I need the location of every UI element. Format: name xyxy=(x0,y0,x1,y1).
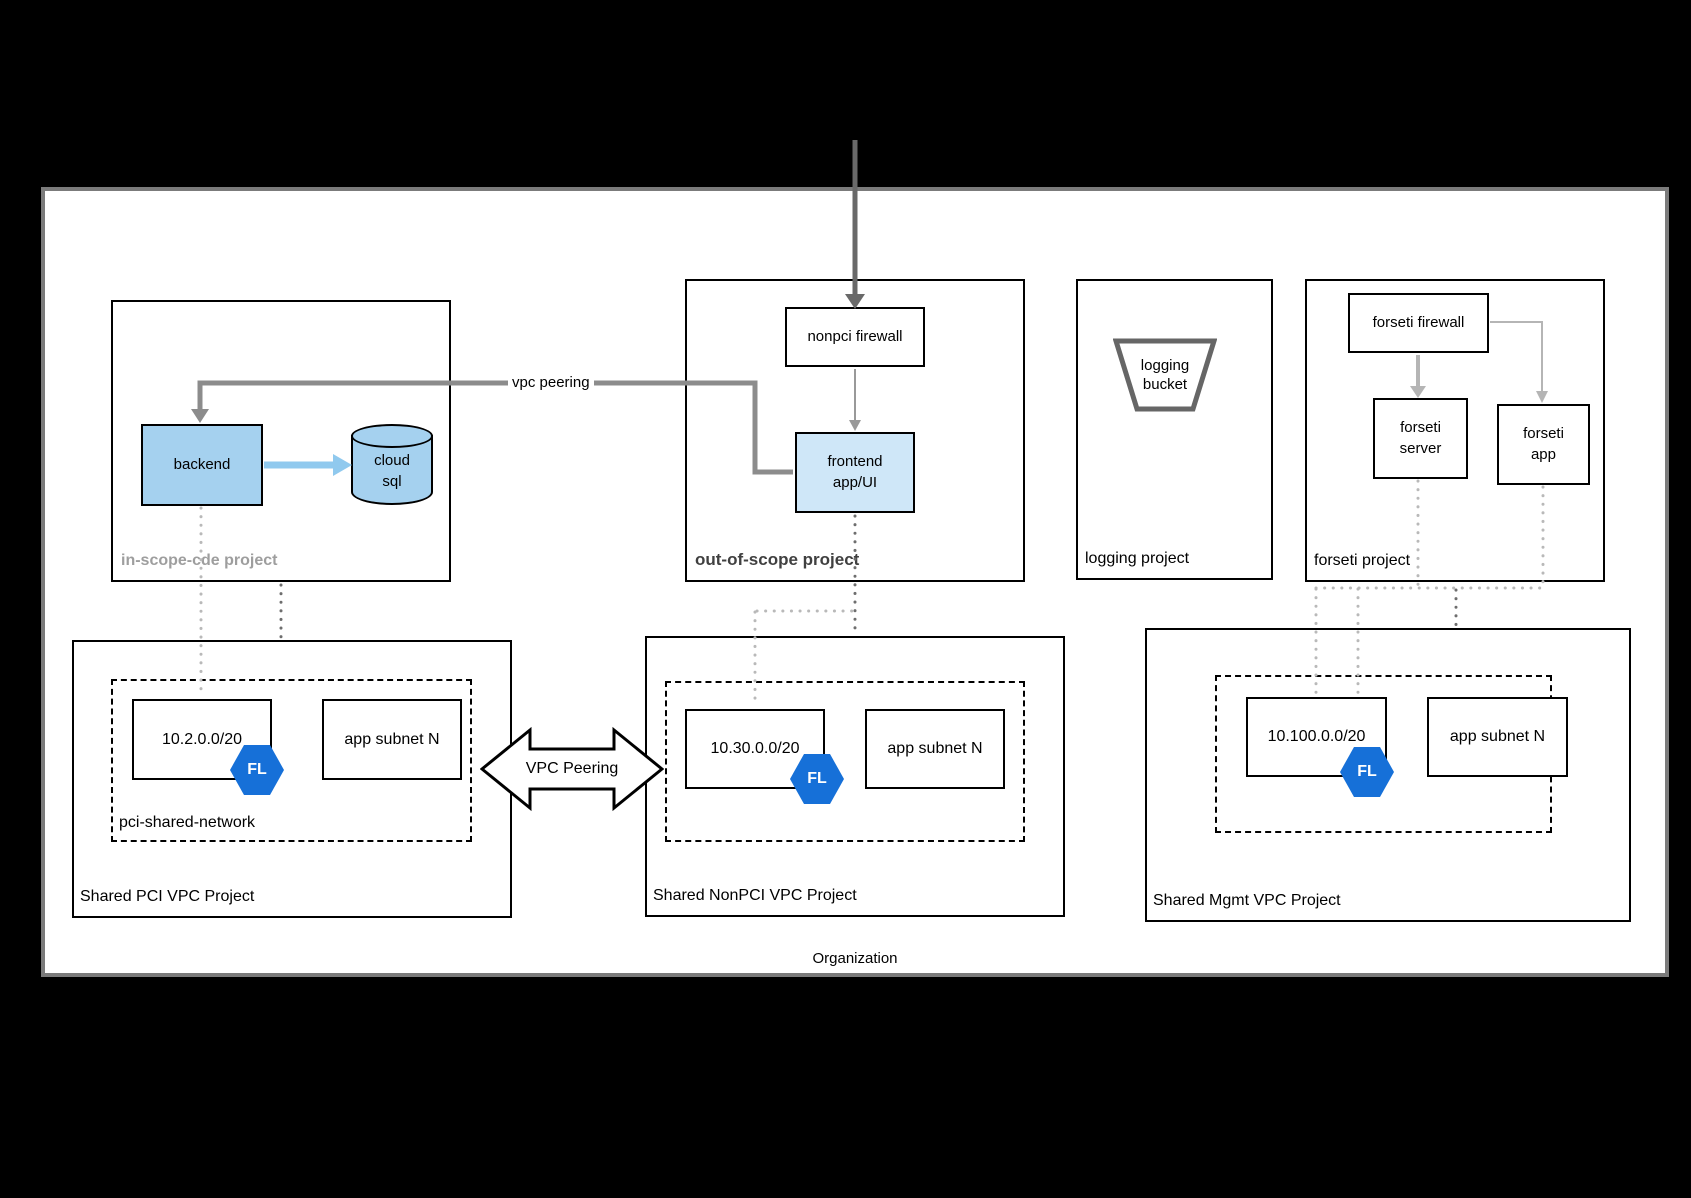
nonpci-app-subnet-label: app subnet N xyxy=(887,740,983,758)
pci-app-subnet-node: app subnet N xyxy=(322,699,462,780)
forseti-server-label: forseti server xyxy=(1399,419,1442,457)
mgmt-subnet-cidr-label: 10.100.0.0/20 xyxy=(1267,728,1366,746)
vpc-peering-arrow-label: VPC Peering xyxy=(525,760,619,777)
logging-bucket-label: logging bucket xyxy=(1140,356,1190,394)
fl-hexagon-icon: FL xyxy=(1339,746,1395,798)
forseti-server-node: forseti server xyxy=(1373,398,1468,479)
mgmt-app-subnet-node: app subnet N xyxy=(1427,697,1568,777)
pci-subnet-cidr-label: 10.2.0.0/20 xyxy=(161,730,243,748)
forseti-project-label: forseti project xyxy=(1314,552,1411,569)
pci-shared-network-label: pci-shared-network xyxy=(119,814,256,831)
fl-hexagon-icon: FL xyxy=(789,753,845,805)
forseti-firewall-label: forseti firewall xyxy=(1372,313,1465,331)
pci-shared-network-box: pci-shared-network xyxy=(111,679,472,842)
fl-badge-label: FL xyxy=(807,770,827,787)
forseti-app-label: forseti app xyxy=(1523,425,1564,463)
nonpci-shared-network-box xyxy=(665,681,1025,842)
organization-label: Organization xyxy=(812,950,898,967)
cloud-sql-cylinder-icon: cloud sql xyxy=(351,424,433,505)
out-of-scope-project-label: out-of-scope project xyxy=(695,550,860,569)
nonpci-app-subnet-node: app subnet N xyxy=(865,709,1005,789)
forseti-app-node: forseti app xyxy=(1497,404,1590,485)
shared-pci-vpc-project-label: Shared PCI VPC Project xyxy=(80,888,255,905)
cloud-sql-label: cloud sql xyxy=(374,452,410,490)
shared-mgmt-vpc-project-box: Shared Mgmt VPC Project xyxy=(1145,628,1631,922)
vpc-peering-line-label: vpc peering xyxy=(508,374,594,391)
mgmt-subnet-cidr-node: 10.100.0.0/20 xyxy=(1246,697,1387,777)
nonpci-firewall-node: nonpci firewall xyxy=(785,307,925,367)
fl-hexagon-icon: FL xyxy=(229,744,285,796)
nonpci-firewall-label: nonpci firewall xyxy=(807,327,903,345)
fl-badge-label: FL xyxy=(247,761,267,778)
backend-label: backend xyxy=(173,455,231,473)
nonpci-subnet-cidr-label: 10.30.0.0/20 xyxy=(710,740,800,758)
pci-app-subnet-label: app subnet N xyxy=(344,730,440,748)
logging-project-label: logging project xyxy=(1085,550,1190,567)
forseti-project-box: forseti project xyxy=(1305,279,1605,582)
mgmt-app-subnet-label: app subnet N xyxy=(1449,728,1546,746)
in-scope-cde-project-label: in-scope-cde project xyxy=(121,552,278,569)
shared-nonpci-vpc-project-label: Shared NonPCI VPC Project xyxy=(653,887,857,904)
logging-bucket-shape xyxy=(1112,338,1218,412)
shared-mgmt-vpc-project-label: Shared Mgmt VPC Project xyxy=(1153,892,1341,909)
logging-bucket-icon: logging bucket xyxy=(1112,338,1218,412)
backend-node: backend xyxy=(141,424,263,506)
frontend-app-ui-node: frontend app/UI xyxy=(795,432,915,513)
vpc-peering-double-arrow: VPC Peering xyxy=(479,725,665,813)
frontend-app-ui-label: frontend app/UI xyxy=(827,453,883,491)
fl-badge-label: FL xyxy=(1357,763,1377,780)
forseti-firewall-node: forseti firewall xyxy=(1348,293,1489,353)
logging-project-box: logging project xyxy=(1076,279,1273,580)
double-arrow-shape xyxy=(479,726,665,812)
